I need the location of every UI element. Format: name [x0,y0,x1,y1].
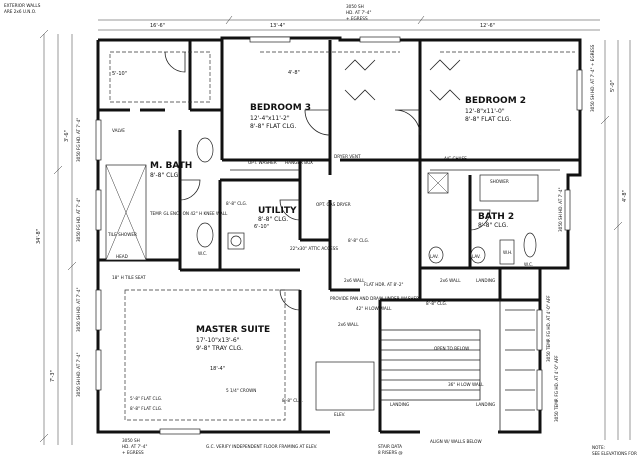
side-window-r4: 3050 TEMP. FG HD. AT 4'-0" AFF [554,355,559,422]
note-attic-access: 22"x30" ATTIC ACCESS [290,246,338,251]
window-note-bottom-1: 3050 SH [122,438,140,443]
note-landing-2: LANDING [476,402,495,407]
room-ceiling: 8'-8" CLG. [478,222,508,229]
room-ceiling: 8'-8" FLAT CLG. [465,116,511,123]
room-name: M. BATH [150,161,192,171]
note-open-to-below: OPEN TO BELOW [434,346,469,351]
closet-ceiling-c: 8'-8" CLG. [426,301,447,306]
side-window-1: 3050 FG HD. AT 7'-4" [76,118,81,162]
note-risers: 8 RISERS @ [378,450,403,455]
note-2x6-wall: 2x6 WALL [338,322,359,327]
dim-br3-top: 13'-4" [270,23,285,29]
note-low-wall-36: 36" H LOW WALL [448,382,484,387]
note-landing-1: LANDING [476,278,495,283]
note-provide-pan: PROVIDE PAN AND DRAIN UNDER WASHER [330,296,419,301]
note-dryer-vent: DRYER VENT [334,154,361,159]
note-2x6-wall-c: 2x6 WALL [440,278,461,283]
bifold-doors [344,59,461,101]
room-ceiling: 8'-8" CLG. [150,172,180,179]
note-landing-3: LANDING [390,402,409,407]
stairs [379,300,535,432]
room-ceiling: 8'-8" CLG. [258,216,288,223]
room-name: BATH 2 [478,212,514,222]
side-window-4: 3050 SH HD. AT 7'-4" [76,352,81,397]
room-name: MASTER SUITE [196,325,270,335]
room-ceiling: 8'-8" FLAT CLG. [250,123,296,130]
note-hanger-box: HANGER BOX [285,160,313,165]
room-master-suite: MASTER SUITE 17'-10"x13'-6" 9'-8" TRAY C… [196,325,270,352]
note-opt-washer: OPT. WASHER [248,160,277,165]
window-note-top-1: 3050 SH [346,4,364,9]
dim-utility-w: 6'-10" [254,224,269,230]
dim-right-mid: 4'-8" [622,190,628,202]
dim-mb-width: 5'-10" [112,71,127,77]
note-valve: VALVE [112,128,125,133]
room-bedroom3: BEDROOM 3 12'-4"x11'-2" 8'-8" FLAT CLG. [250,103,311,130]
room-bedroom2: BEDROOM 2 12'-8"x11'-0" 8'-8" FLAT CLG. [465,96,526,123]
room-mbath: M. BATH 8'-8" CLG. [150,161,192,179]
note-elev: ELEV. [334,412,345,417]
closet-ceiling-b: 8'-8" CLG. [348,238,369,243]
note-temp-gl: TEMP. GL ENCL ON 42" H KNEE WALL [149,211,228,216]
door-swings [164,51,491,311]
fixture-wh: W.H. [503,250,512,255]
fixture-wc-2: W.C. [198,251,207,256]
dim-right-tall: 5'-0" [610,80,616,92]
note-tile-shower: TILE SHOWER [107,232,137,237]
fixture-lav-2: LAV. [472,254,481,259]
side-window-r3: 3050 TEMP. FG HD. AT 4'-0" AFF [546,295,551,362]
windows [95,36,583,435]
dim-closet-w: 4'-8" [288,70,300,76]
room-size: 12'-4"x11'-2" [250,115,290,122]
room-ceiling: 9'-8" TRAY CLG. [196,345,243,352]
dim-ms-width: 18'-4" [210,366,225,372]
note-flat-hdr: FLAT HDR. AT 8'-2" [364,282,403,287]
note-stair-data: STAIR DATA [378,444,402,449]
fixture-lav: LAV. [430,254,439,259]
fixture-wc: W.C. [524,262,533,267]
note-shower: SHOWER [490,179,509,184]
right-note-2: SEE ELEVATIONS FOR [592,451,637,456]
closet-ceiling-a: 8'-8" CLG. [226,201,247,206]
note-ac-chase: A/C CHASE [444,156,467,161]
right-note-1: NOTE: [592,445,605,450]
note-flat-clg-a: 5'-8" FLAT CLG. [130,396,162,401]
room-utility: UTILITY 8'-8" CLG. [258,206,297,223]
note-crown: 5 1/4" CROWN [226,388,256,393]
room-name: BEDROOM 2 [465,96,526,106]
window-note-bottom-2: HD. AT 7'-4" [122,444,147,449]
room-size: 17'-10"x13'-6" [196,337,240,344]
note-flat-clg-b: 8'-8" FLAT CLG. [130,406,162,411]
note-2x6-wall-b: 2x6 WALL [344,278,365,283]
room-size: 12'-8"x11'-0" [465,108,505,115]
dimension-lines [39,15,631,445]
note-gc-verify: G.C. VERIFY INDEPENDENT FLOOR FRAMING AT… [206,444,317,449]
side-window-r1: 3050 SH HD. AT 7'-4" + EGRESS [590,44,595,112]
dim-left-lower: 7'-3" [50,370,56,382]
note-head: HEAD [116,254,128,259]
note-low-wall-42: 42" H LOW WALL [356,306,392,311]
corner-note-line1: EXTERIOR WALLS [4,3,41,8]
side-window-r2: 3050 SH HD. AT 7'-4" [558,187,563,232]
note-tile-seat: 18" H TILE SEAT [112,275,146,280]
dim-left-overall: 34'-8" [36,229,42,244]
window-note-top-2: HD. AT 7'-4" [346,10,371,15]
side-window-2: 3050 FG HD. AT 7'-4" [76,198,81,242]
dim-top-left: 16'-6" [150,23,165,29]
closet-ceiling-d: 8'-8" CLG. [282,398,303,403]
note-align-walls: ALIGN W/ WALLS BELOW [430,439,482,444]
fixtures [105,137,539,411]
corner-note-line2: ARE 2x6 U.N.O. [4,9,36,14]
room-name: BEDROOM 3 [250,103,311,113]
window-note-bottom-3: + EGRESS [122,450,144,455]
dim-left-upper: 3'-6" [64,130,70,142]
dim-br2-top: 12'-6" [480,23,495,29]
room-name: UTILITY [258,206,297,216]
window-note-top-3: + EGRESS [346,16,368,21]
note-opt-gas-dryer: OPT. GAS DRYER [316,202,351,207]
room-bath2: BATH 2 8'-8" CLG. [478,212,514,229]
closet-lines [109,51,575,421]
side-window-3: 3050 SH HD. AT 7'-4" [76,287,81,332]
